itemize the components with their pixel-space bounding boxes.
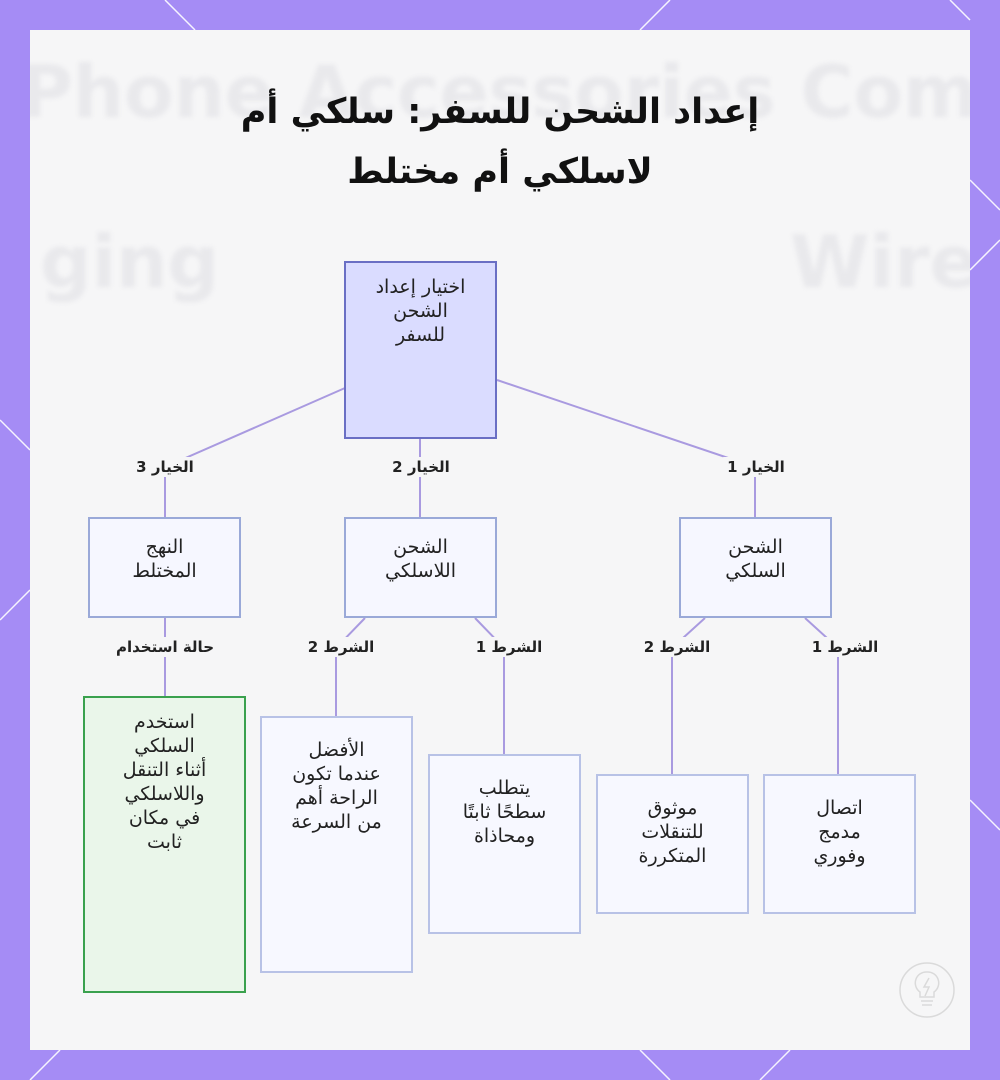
node-wireless-condition-1[interactable]: يتطلب سطحًا ثابتًا ومحاذاة xyxy=(428,754,581,934)
background-watermark-text: ging xyxy=(40,220,220,304)
edge-label-wireless-condition-2: الشرط 2 xyxy=(303,637,379,657)
node-line: عندما تكون xyxy=(292,763,381,785)
node-line: الشحن xyxy=(393,536,448,558)
node-line: الشحن xyxy=(393,300,448,322)
diagram-title: إعداد الشحن للسفر: سلكي أم لاسلكي أم مخت… xyxy=(0,88,1000,196)
node-line: مدمج xyxy=(818,821,861,843)
node-line: في مكان xyxy=(128,807,201,829)
node-line: اختيار إعداد xyxy=(375,276,466,298)
node-line: يتطلب xyxy=(478,777,531,799)
node-line: النهج xyxy=(145,536,184,558)
node-line: وفوري xyxy=(813,845,866,867)
edge-label-option-1: الخيار 1 xyxy=(723,457,789,477)
node-wired-condition-1[interactable]: اتصال مدمج وفوري xyxy=(763,774,916,914)
node-line: السلكي xyxy=(134,735,195,757)
title-line-2: لاسلكي أم مختلط xyxy=(347,152,653,192)
node-line: ومحاذاة xyxy=(473,825,536,847)
node-line: من السرعة xyxy=(291,811,382,833)
node-line: الأفضل xyxy=(308,739,365,761)
lightbulb-logo-icon xyxy=(899,962,955,1018)
node-line: السلكي xyxy=(725,560,786,582)
node-line: الشحن xyxy=(728,536,783,558)
edge-label-option-2: الخيار 2 xyxy=(388,457,454,477)
node-line: الراحة أهم xyxy=(295,787,378,809)
node-hybrid-use-case[interactable]: استخدم السلكي أثناء التنقل واللاسلكي في … xyxy=(83,696,246,993)
node-root[interactable]: اختيار إعداد الشحن للسفر xyxy=(344,261,497,439)
node-wireless-condition-2[interactable]: الأفضل عندما تكون الراحة أهم من السرعة xyxy=(260,716,413,973)
edge-label-wired-condition-1: الشرط 1 xyxy=(807,637,883,657)
node-line: سطحًا ثابتًا xyxy=(462,801,547,823)
edge-root-wired xyxy=(496,379,756,518)
node-line: ثابت xyxy=(146,831,183,853)
node-line: للتنقلات xyxy=(641,821,704,843)
node-line: موثوق xyxy=(647,797,698,819)
node-line: واللاسلكي xyxy=(124,783,205,805)
node-wired[interactable]: الشحن السلكي xyxy=(679,517,832,618)
edge-label-wired-condition-2: الشرط 2 xyxy=(639,637,715,657)
node-hybrid[interactable]: النهج المختلط xyxy=(88,517,241,618)
edge-label-option-3: الخيار 3 xyxy=(132,457,198,477)
node-line: أثناء التنقل xyxy=(122,759,207,781)
node-line: اتصال xyxy=(816,797,863,819)
node-line: المختلط xyxy=(132,560,197,582)
background-watermark-text: Wirel xyxy=(790,220,970,304)
node-line: المتكررة xyxy=(638,845,707,867)
node-wired-condition-2[interactable]: موثوق للتنقلات المتكررة xyxy=(596,774,749,914)
edge-root-hybrid xyxy=(164,387,346,518)
node-line: اللاسلكي xyxy=(385,560,456,582)
node-line: استخدم xyxy=(134,711,195,733)
node-line: للسفر xyxy=(395,324,446,346)
edge-label-wireless-condition-1: الشرط 1 xyxy=(471,637,547,657)
edge-wireless-cond2 xyxy=(335,617,366,717)
edge-label-hybrid-use-case: حالة استخدام xyxy=(111,637,219,657)
background-watermark-text: Phone Accessories Company xyxy=(30,50,970,134)
node-wireless[interactable]: الشحن اللاسلكي xyxy=(344,517,497,618)
title-line-1: إعداد الشحن للسفر: سلكي أم xyxy=(240,92,760,132)
